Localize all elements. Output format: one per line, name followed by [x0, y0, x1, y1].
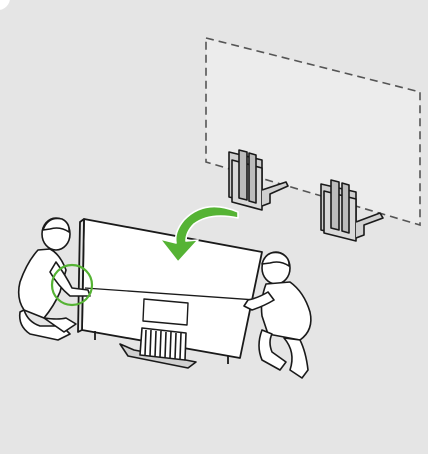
diagram-canvas [0, 0, 428, 454]
installation-diagram [0, 0, 428, 454]
